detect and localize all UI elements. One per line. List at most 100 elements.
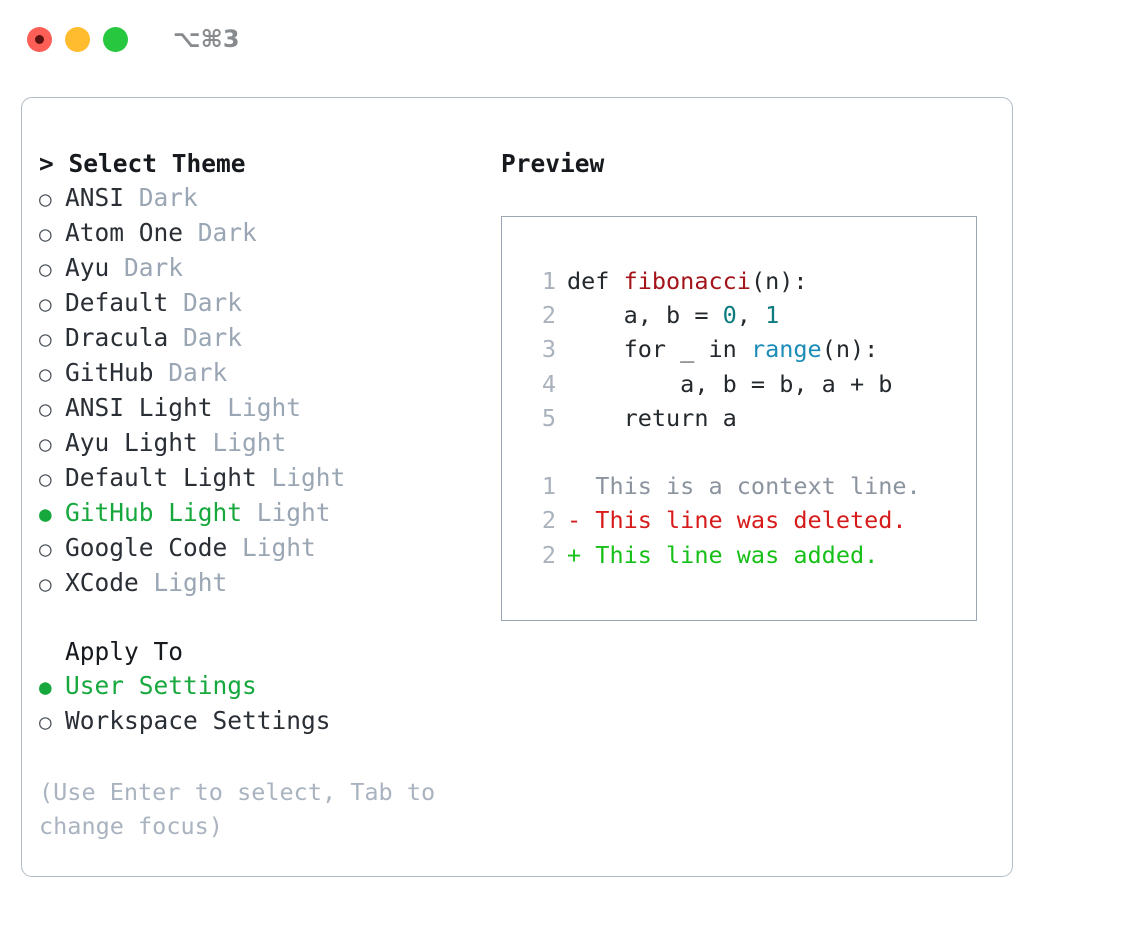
recording-indicator-dot xyxy=(35,34,44,44)
line-number: 1 xyxy=(541,267,556,295)
theme-option-ansi-light[interactable]: ○ ANSI Light Light xyxy=(39,391,499,426)
code-line: 5 return a xyxy=(502,401,976,435)
radio-unselected-icon: ○ xyxy=(39,710,52,734)
code-token: return a xyxy=(567,403,737,432)
keyboard-shortcut-label: ⌥⌘3 xyxy=(173,25,240,53)
theme-variant-badge: Light xyxy=(256,498,331,527)
theme-option-atom-one[interactable]: ○ Atom One Dark xyxy=(39,216,499,251)
radio-unselected-icon: ○ xyxy=(39,327,52,351)
main-panel: > Select Theme ○ANSI Dark○Atom One Dark○… xyxy=(21,97,1013,877)
code-token: 1 xyxy=(765,301,780,330)
theme-option-label: ANSI Light xyxy=(65,393,213,422)
theme-option-label: XCode xyxy=(65,568,139,597)
code-token: , xyxy=(736,301,766,330)
radio-unselected-icon: ○ xyxy=(39,572,52,596)
apply-to-heading: Apply To xyxy=(65,637,184,666)
radio-unselected-icon: ○ xyxy=(39,467,52,491)
keyboard-hint-text: (Use Enter to select, Tab to change focu… xyxy=(39,778,436,840)
theme-variant-badge: Dark xyxy=(124,253,184,282)
theme-variant-badge: Light xyxy=(227,393,302,422)
theme-option-ayu-light[interactable]: ○ Ayu Light Light xyxy=(39,426,499,461)
theme-option-label: Google Code xyxy=(65,533,228,562)
theme-variant-badge: Dark xyxy=(183,288,243,317)
radio-unselected-icon: ○ xyxy=(39,187,52,211)
line-number: 3 xyxy=(541,335,556,364)
code-token: a, b = b, a + b xyxy=(567,369,893,398)
radio-unselected-icon: ○ xyxy=(39,292,52,316)
select-theme-heading: > Select Theme xyxy=(39,149,246,178)
radio-unselected-icon: ○ xyxy=(39,362,52,386)
code-token: (n): xyxy=(821,335,879,364)
theme-option-label: GitHub Light xyxy=(65,498,243,527)
maximize-button[interactable] xyxy=(103,26,128,52)
theme-option-google-code[interactable]: ○ Google Code Light xyxy=(39,531,499,566)
theme-option-github[interactable]: ○GitHub Dark xyxy=(39,356,499,391)
radio-selected-icon: ● xyxy=(39,502,52,526)
theme-variant-badge: Dark xyxy=(183,323,243,352)
minimize-button[interactable] xyxy=(65,26,90,52)
line-number: 4 xyxy=(541,369,556,398)
theme-option-default[interactable]: ○ Default Dark xyxy=(39,286,499,321)
close-button[interactable] xyxy=(27,26,52,52)
apply-to-option-workspace-settings[interactable]: ○Workspace Settings xyxy=(39,704,499,739)
apply-to-option-list[interactable]: ● User Settings ○Workspace Settings xyxy=(39,669,499,739)
theme-option-label: Ayu Light xyxy=(65,428,198,457)
theme-variant-badge: Dark xyxy=(197,218,257,247)
line-number: 2 xyxy=(541,506,556,535)
code-token: This is a context line. xyxy=(567,472,921,501)
code-line: 2 a, b = 0, 1 xyxy=(502,298,976,332)
theme-option-github-light[interactable]: ● GitHub Light Light xyxy=(39,496,499,531)
diff-line: 2- This line was deleted. xyxy=(502,503,976,537)
code-token: + This line was added. xyxy=(567,540,879,569)
preview-heading: Preview xyxy=(501,149,605,178)
theme-option-ayu[interactable]: ○ Ayu Dark xyxy=(39,251,499,286)
theme-variant-badge: Dark xyxy=(138,183,198,212)
code-diff-separator xyxy=(502,435,976,469)
theme-option-label: Atom One xyxy=(65,218,184,247)
radio-selected-icon: ● xyxy=(39,675,52,699)
theme-option-label: Default xyxy=(65,288,169,317)
code-token: def xyxy=(567,267,624,295)
theme-option-dracula[interactable]: ○ Dracula Dark xyxy=(39,321,499,356)
line-number: 1 xyxy=(541,472,556,501)
code-token: 0 xyxy=(722,301,737,330)
theme-variant-badge: Light xyxy=(153,568,228,597)
diff-sample: 1 This is a context line.2- This line wa… xyxy=(502,469,976,572)
radio-unselected-icon: ○ xyxy=(39,222,52,246)
code-token: a, b = xyxy=(567,301,723,330)
code-line: 3 for _ in range(n): xyxy=(502,332,976,366)
theme-variant-badge: Light xyxy=(212,428,287,457)
code-token: for _ in xyxy=(567,335,751,364)
theme-option-default-light[interactable]: ○ Default Light Light xyxy=(39,461,499,496)
radio-unselected-icon: ○ xyxy=(39,537,52,561)
line-number: 5 xyxy=(541,403,556,432)
diff-line: 2 + This line was added. xyxy=(502,538,976,572)
theme-option-label: Ayu xyxy=(65,253,110,282)
apply-to-option-user-settings[interactable]: ● User Settings xyxy=(39,669,499,704)
line-number: 2 xyxy=(541,540,556,569)
theme-option-ansi[interactable]: ○ ANSI Dark xyxy=(39,181,499,216)
theme-option-label: ANSI xyxy=(65,183,125,212)
theme-variant-badge: Light xyxy=(271,463,346,492)
code-token: range xyxy=(750,335,822,364)
theme-option-label: Default Light xyxy=(65,463,257,492)
apply-to-option-label: User Settings xyxy=(65,671,257,700)
theme-variant-badge: Light xyxy=(242,533,316,562)
theme-option-xcode[interactable]: ○ XCode Light xyxy=(39,566,499,601)
radio-unselected-icon: ○ xyxy=(39,257,52,281)
theme-option-label: GitHub xyxy=(65,358,154,387)
title-bar: ⌥⌘3 xyxy=(0,0,1140,78)
code-token: fibonacci xyxy=(623,267,751,295)
theme-option-list[interactable]: ○ ANSI Dark ○ Atom One Dark ○ Ayu Dark ○ Defaul… xyxy=(39,181,499,601)
theme-option-label: Dracula xyxy=(65,323,169,352)
radio-unselected-icon: ○ xyxy=(39,397,52,421)
radio-unselected-icon: ○ xyxy=(39,432,52,456)
window-controls xyxy=(27,26,128,52)
diff-line: 1 This is a context line. xyxy=(502,469,976,503)
code-line: 4 a, b = b, a + b xyxy=(502,367,976,401)
